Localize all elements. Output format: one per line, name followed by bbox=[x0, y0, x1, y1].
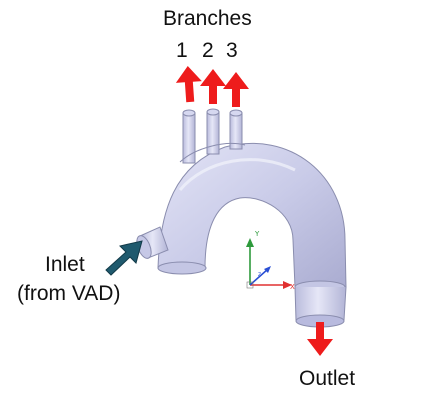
svg-text:z: z bbox=[258, 271, 261, 278]
branch-number-2: 2 bbox=[202, 39, 214, 62]
outlet-label: Outlet bbox=[299, 367, 356, 390]
up-arrow-icon bbox=[175, 66, 202, 103]
branch-vessel-3 bbox=[229, 109, 243, 150]
down-arrow-icon bbox=[307, 322, 333, 356]
branch-number-3: 3 bbox=[226, 39, 238, 62]
inlet-sub-label: (from VAD) bbox=[17, 282, 121, 305]
ascending-end bbox=[157, 261, 207, 275]
axis-y-label: Y bbox=[255, 230, 260, 238]
branches-title: Branches bbox=[163, 7, 252, 30]
inlet-arrow-icon bbox=[105, 240, 143, 276]
branch-number-1: 1 bbox=[176, 39, 188, 62]
axis-triad-icon: z bbox=[246, 238, 292, 289]
axis-x-label: X bbox=[290, 283, 295, 291]
up-arrow-icon bbox=[223, 72, 249, 107]
inlet-label: Inlet bbox=[45, 253, 85, 276]
up-arrow-icon bbox=[200, 69, 226, 104]
branch-vessel-2 bbox=[206, 108, 220, 155]
branch-vessel-1 bbox=[182, 109, 196, 164]
